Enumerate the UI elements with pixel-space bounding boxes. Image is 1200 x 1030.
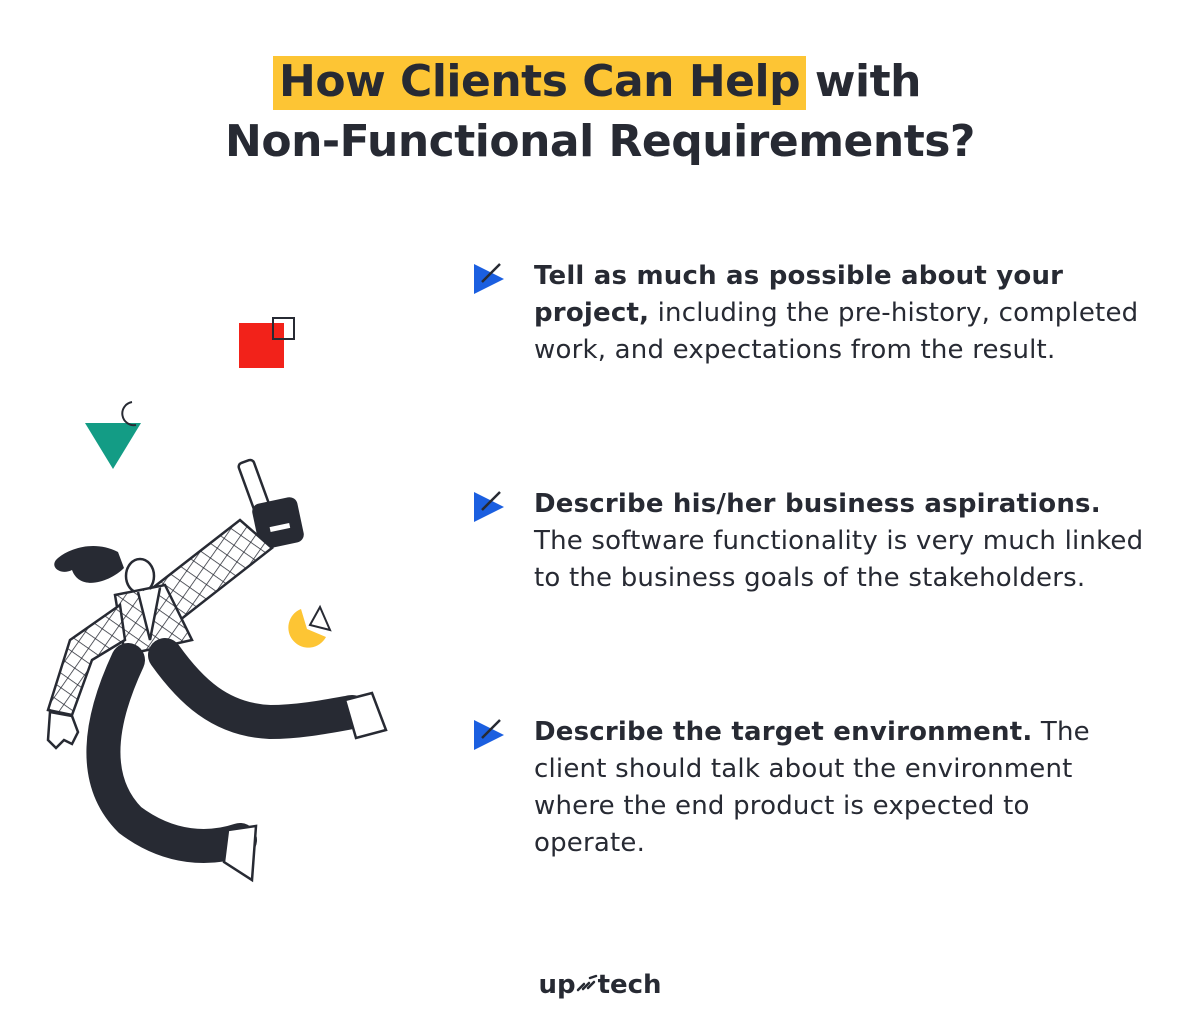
- green-triangle-icon: [85, 401, 141, 469]
- title-line1-rest: with: [800, 56, 922, 107]
- list-item-text: Describe the target environment. The cli…: [534, 714, 1144, 862]
- list-item-text: Tell as much as possible about your proj…: [534, 258, 1144, 369]
- check-bullet-icon: [474, 491, 504, 522]
- uptech-logo-mark-icon: [576, 974, 597, 992]
- title-highlight-text: How Clients Can Help: [279, 56, 801, 107]
- list-item-rest: The client should talk about the environ…: [534, 717, 1090, 858]
- check-bullet-icon: [474, 263, 504, 294]
- list-item-rest: including the pre-history, completed wor…: [534, 298, 1139, 365]
- page-title: How Clients Can Help with Non-Functional…: [0, 52, 1200, 172]
- red-square-icon: [239, 317, 295, 368]
- logo-text-left: up: [538, 970, 576, 1000]
- check-bullet-icon: [474, 719, 504, 750]
- list-item-bold: Describe the target environment.: [534, 717, 1033, 747]
- list-item-bold: Describe his/her business aspirations.: [534, 489, 1101, 519]
- list-item-rest: The software functionality is very much …: [534, 526, 1144, 593]
- logo-text-right: tech: [597, 970, 662, 1000]
- title-line2: Non-Functional Requirements?: [225, 116, 975, 167]
- list-item-text: Describe his/her business aspirations. T…: [534, 486, 1144, 597]
- person-illustration: [46, 458, 388, 883]
- list-item-bold: Tell as much as possible about your proj…: [534, 261, 1064, 328]
- yellow-pie-icon: [288, 604, 332, 648]
